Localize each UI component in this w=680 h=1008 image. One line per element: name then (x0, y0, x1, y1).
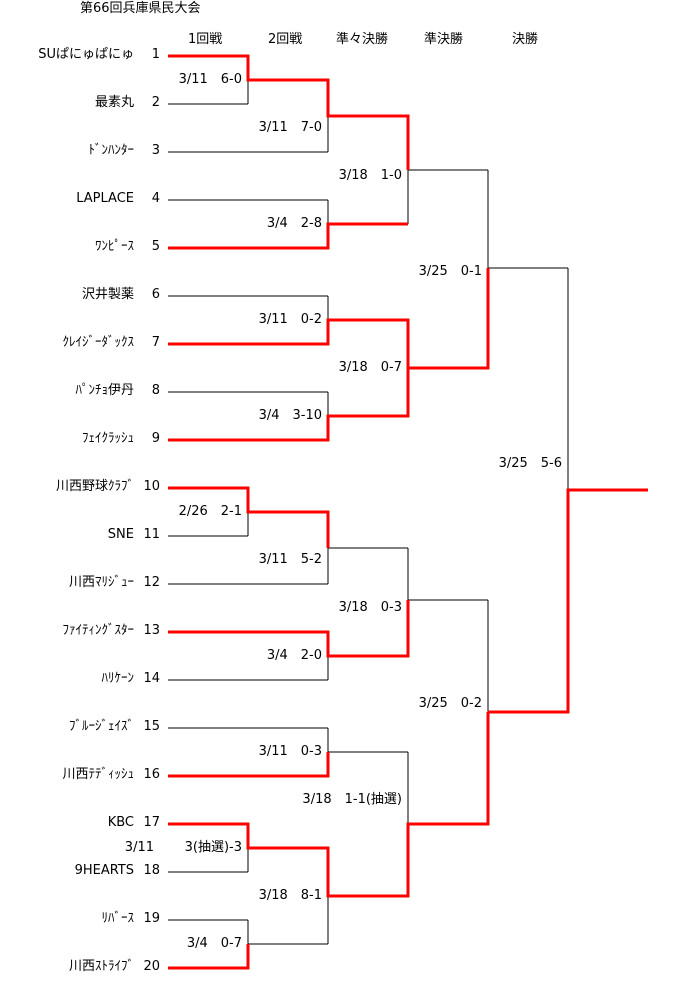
team-name-8: ﾊﾟﾝﾁｮ伊丹 (75, 383, 134, 398)
score-r1-1-2: 3/11 6-0 (178, 72, 242, 87)
team-name-5: ﾜﾝﾋﾟｰｽ (95, 239, 134, 254)
team-name-6: 沢井製薬 (81, 287, 134, 302)
team-name-13: ﾌｧｲﾃｨﾝｸﾞｽﾀｰ (62, 623, 135, 638)
team-seed-14: 14 (143, 671, 160, 686)
team-name-14: ﾊﾘｹｰﾝ (101, 671, 135, 686)
win-path-final (488, 488, 648, 714)
team-seed-13: 13 (143, 623, 160, 638)
team-seed-1: 1 (151, 47, 160, 62)
round-header-2: 2回戦 (268, 32, 303, 47)
score-r2-e: 3/11 5-2 (258, 552, 322, 567)
team-name-9: ﾌｪｲｸﾗｯｼｭ (82, 431, 134, 446)
team-name-2: 最素丸 (94, 95, 134, 110)
score-qf-1: 3/18 1-0 (338, 168, 402, 183)
bracket-lines-winner (168, 54, 648, 970)
win-path-1 (168, 54, 410, 170)
team-name-4: LAPLACE (76, 191, 134, 206)
team-name-20: 川西ｽﾄﾗｲﾌﾞ (68, 959, 134, 974)
team-name-12: 川西ﾏﾘｼﾞｭｰ (68, 575, 134, 590)
team-seed-18: 18 (143, 863, 160, 878)
score-qf-2: 3/18 0-7 (338, 360, 402, 375)
team-seed-2: 2 (151, 95, 160, 110)
win-path-10 (168, 486, 330, 548)
team-name-3: ﾄﾞﾝﾊﾝﾀｰ (88, 143, 135, 158)
round-header-3: 準々決勝 (336, 32, 389, 47)
team-name-17: KBC (107, 815, 134, 830)
team-name-15: ﾌﾞﾙｰｼﾞｪｲｽﾞ (69, 719, 134, 734)
team-name-7: ｸﾚｲｼﾞｰﾀﾞｯｸｽ (62, 335, 135, 350)
score-r2-f: 3/4 2-0 (266, 648, 322, 663)
team-name-18: 9HEARTS (74, 863, 134, 878)
score-r2-a: 3/11 7-0 (258, 120, 322, 135)
bracket-lines-black (168, 80, 569, 945)
team-name-19: ﾘﾊﾞｰｽ (101, 911, 135, 926)
page-title: 第66回兵庫県民大会 (80, 1, 201, 16)
team-seed-20: 20 (143, 959, 160, 974)
win-path-7 (168, 268, 490, 370)
team-name-16: 川西ﾃﾃﾞｨｯｼｭ (62, 767, 134, 782)
score-sf-1: 3/25 0-1 (418, 264, 482, 279)
team-seed-8: 8 (151, 383, 160, 398)
score-r1-17-18: 3(抽選)-3 (184, 840, 242, 855)
team-seed-11: 11 (143, 527, 160, 542)
win-path-17 (168, 712, 490, 898)
score-r1-19-20: 3/4 0-7 (186, 936, 242, 951)
team-seed-3: 3 (151, 143, 160, 158)
win-path-16 (168, 752, 330, 778)
win-path-20 (168, 944, 250, 970)
win-path-9 (168, 368, 410, 442)
team-seed-19: 19 (143, 911, 160, 926)
win-path-13 (168, 600, 410, 658)
score-r2-g: 3/11 0-3 (258, 744, 322, 759)
team-seed-5: 5 (151, 239, 160, 254)
team-seed-9: 9 (151, 431, 160, 446)
team-name-11: SNE (107, 527, 134, 542)
team-seed-17: 17 (143, 815, 160, 830)
score-r1-17-18-date: 3/11 (124, 840, 154, 855)
win-path-5 (168, 222, 408, 250)
team-name-10: 川西野球ｸﾗﾌﾞ (55, 479, 134, 494)
score-r2-b: 3/4 2-8 (266, 216, 322, 231)
score-r2-c: 3/11 0-2 (258, 312, 322, 327)
round-header-1: 1回戦 (188, 32, 223, 47)
score-r1-10-11: 2/26 2-1 (178, 504, 242, 519)
round-header-5: 決勝 (512, 32, 539, 47)
team-name-1: SUぱにゅぱにゅ (38, 47, 134, 62)
team-seed-4: 4 (151, 191, 160, 206)
score-qf-3: 3/18 0-3 (338, 600, 402, 615)
round-header-4: 準決勝 (424, 32, 464, 47)
score-qf-4: 3/18 1-1(抽選) (302, 792, 402, 807)
team-seed-16: 16 (143, 767, 160, 782)
team-seed-12: 12 (143, 575, 160, 590)
team-seed-10: 10 (143, 479, 160, 494)
score-r2-h: 3/18 8-1 (258, 888, 322, 903)
score-sf-2: 3/25 0-2 (418, 696, 482, 711)
score-final: 3/25 5-6 (498, 456, 562, 471)
team-seed-6: 6 (151, 287, 160, 302)
team-seed-7: 7 (151, 335, 160, 350)
team-seed-15: 15 (143, 719, 160, 734)
score-r2-d: 3/4 3-10 (258, 408, 322, 423)
